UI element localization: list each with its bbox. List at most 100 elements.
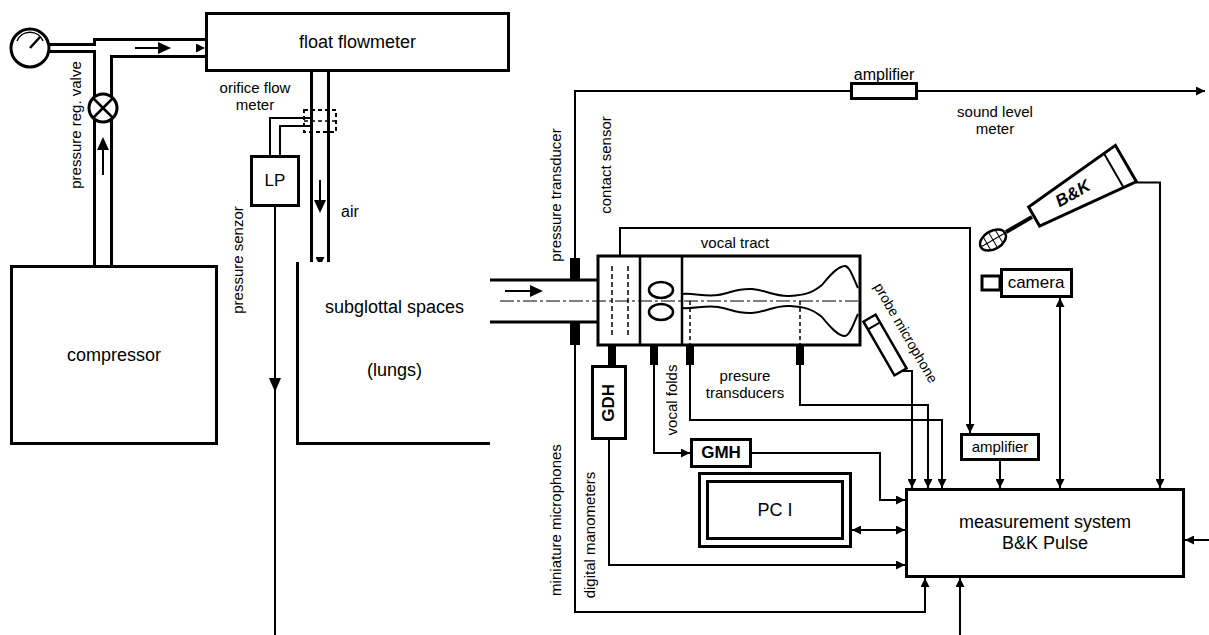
flowmeter-box: float flowmeter: [205, 12, 510, 72]
flow-arrow: [530, 285, 543, 297]
part-label: orifice flow meter: [214, 79, 296, 114]
pressure-sensor-box: LP: [250, 155, 300, 207]
air-pipe: [103, 48, 205, 265]
gdh-box: GDH: [591, 365, 627, 440]
tap-line: [799, 301, 801, 345]
pipe-bore: [313, 72, 327, 266]
probe-microphone-ring: [868, 322, 880, 329]
sensor-block: [686, 345, 694, 365]
flow-arrow: [314, 200, 326, 213]
vocal-tract-wall: [682, 306, 858, 336]
signal-connector: [1060, 298, 1061, 488]
valve-cross: [93, 98, 113, 118]
camera-lens: [982, 276, 1000, 290]
sensor-block: [650, 345, 658, 365]
outlet-pipe-wall: [490, 321, 598, 324]
signal-wire: [1185, 539, 1209, 541]
lungs-box: subglottal spaces (lungs): [296, 262, 490, 445]
air-pipe: [320, 72, 321, 266]
compressor-box: compressor: [10, 265, 218, 445]
signal-connector: [1000, 461, 1001, 489]
connector-line: [1136, 182, 1160, 488]
pipe-wall: [310, 72, 330, 266]
sensor-block: [796, 345, 804, 365]
flow-arrow: [505, 290, 532, 292]
vocal-fold: [649, 282, 673, 298]
part-label: contact sensor: [597, 115, 614, 215]
signal-connector: [609, 440, 905, 565]
pressure-transducer-block: [570, 258, 580, 280]
connector-line: [1059, 298, 1061, 488]
pipe-bore: [103, 48, 205, 265]
flow-arrow: [319, 180, 321, 202]
node-text: LP: [265, 171, 286, 191]
node-text: float flowmeter: [299, 32, 416, 53]
part-label: sound level meter: [939, 103, 1051, 138]
edge-label: air: [340, 203, 360, 221]
flow-arrow: [135, 47, 160, 49]
meter-display-edge: [1104, 154, 1123, 187]
gmh-box: GMH: [690, 438, 752, 468]
flow-arrow: [102, 148, 104, 175]
signal-connector: [1136, 182, 1160, 488]
part-label: vocal folds: [663, 364, 680, 437]
part-label: digital manometers: [581, 471, 598, 600]
microphone-grid: [982, 234, 1005, 247]
part-label: pressure transducer: [547, 127, 564, 262]
node-text: amplifier: [972, 438, 1029, 455]
node-text: compressor: [67, 345, 161, 366]
meter-microphone: [976, 225, 1009, 255]
pressure-line: [280, 126, 310, 155]
tap-line: [689, 301, 691, 345]
connector-line: [852, 529, 905, 531]
node-text: amplifier: [854, 66, 914, 84]
pressure-gauge: [11, 29, 49, 67]
part-label: presure transducers: [696, 367, 794, 402]
node-text: GMH: [701, 443, 741, 463]
measurement-system-box: measurement system B&K Pulse: [905, 488, 1185, 578]
computer-box: PC I: [698, 472, 852, 548]
amplifier-box: amplifier: [960, 433, 1040, 461]
model-box: [598, 256, 860, 345]
node-text: subglottal spaces: [325, 297, 464, 318]
section-divider: [681, 256, 684, 345]
connector-line: [999, 461, 1001, 489]
node-text: camera: [1008, 273, 1065, 293]
pipe-wall: [103, 48, 205, 265]
signal-wire: [900, 371, 912, 488]
center-line: [500, 300, 858, 301]
gauge-pipe-bore: [48, 46, 96, 50]
arrow-head: [269, 378, 281, 392]
signal-wire: [575, 345, 925, 612]
vocal-fold: [649, 304, 673, 320]
node-text: (lungs): [367, 360, 422, 381]
microphone-block: [570, 322, 580, 345]
signal-wire: [959, 578, 961, 635]
part-label: miniature microphones: [547, 443, 564, 597]
sensor-block: [608, 345, 616, 365]
meter-stalk: [1006, 217, 1032, 232]
signal-wire: [690, 365, 942, 488]
signal-wire: [575, 91, 850, 258]
part-label: pressure reg. valve: [67, 60, 84, 190]
signal-wire: [800, 365, 928, 488]
connector-line: [609, 440, 905, 565]
flow-arrow: [97, 137, 109, 150]
sound-level-meter: B&K: [1021, 143, 1139, 238]
signal-wire: [274, 207, 276, 635]
part-label: pressure senzor: [229, 205, 246, 315]
signal-connector: [852, 530, 905, 531]
camera-box: camera: [1000, 268, 1073, 298]
node-text: measurement system B&K Pulse: [945, 512, 1145, 553]
gauge-needle: [30, 37, 40, 48]
vocal-tract-wall: [682, 266, 858, 296]
signal-wire: [918, 90, 1205, 92]
node-text: GDH: [599, 384, 619, 422]
meter-body: [1024, 145, 1137, 234]
node-text: PC I: [757, 500, 792, 521]
orifice-flow-meter: [304, 110, 336, 132]
flow-arrow: [158, 42, 171, 54]
regulating-valve: [89, 94, 117, 122]
valve-cross: [93, 98, 113, 118]
part-label: vocal tract: [700, 234, 770, 251]
